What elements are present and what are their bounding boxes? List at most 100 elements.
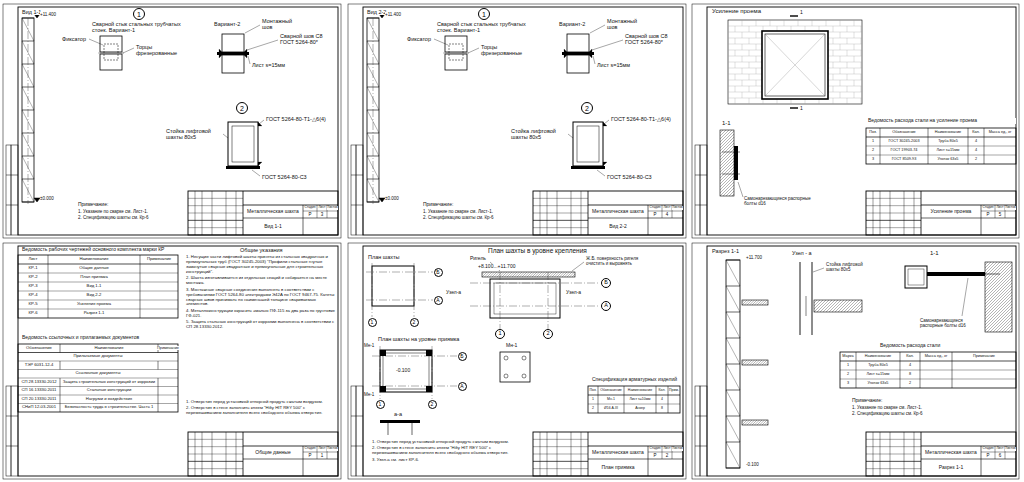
hatch-line	[752, 420, 757, 425]
drawing-text: Самонарезающиеся распорные болты d16	[920, 318, 975, 328]
bolt	[806, 296, 807, 316]
sheet-edge	[348, 243, 686, 479]
drawing-text: Ригель	[470, 256, 486, 262]
drawing-line	[726, 442, 740, 443]
axis-line	[470, 283, 600, 284]
drawing-line	[662, 446, 663, 459]
drawing-line	[202, 432, 203, 476]
drawing-text: +11.400	[385, 12, 401, 17]
drawing-text: Стадия	[305, 447, 316, 451]
drawing-text: Фиксатор	[407, 36, 431, 42]
drawing-line	[18, 309, 178, 310]
drawing-text: 1-1	[722, 120, 731, 127]
brick-joint	[861, 38, 862, 44]
drawing-line	[726, 468, 740, 469]
brick-joint	[735, 50, 736, 56]
hatch-outline	[482, 272, 575, 277]
sheet-frame	[707, 246, 1016, 476]
sheet-frame	[707, 7, 1016, 235]
leader	[593, 56, 595, 64]
hatch-line	[487, 272, 492, 277]
drawing-line	[726, 364, 740, 365]
tube	[567, 55, 589, 73]
table-frame	[18, 344, 178, 412]
tube	[567, 34, 589, 52]
drawing-text: СП 16.13330.2011	[22, 388, 57, 393]
drawing-line	[900, 379, 901, 388]
fixator	[104, 44, 118, 60]
drawing-text: 4. Металлоконструкции окрасить эмалью ПФ…	[186, 309, 336, 319]
drawing-text: 2	[975, 157, 977, 161]
hatch-line	[522, 272, 527, 277]
drawing-line	[921, 432, 922, 476]
hatch-line	[760, 300, 765, 305]
stamp-box	[11, 386, 18, 476]
drawing-text: 3	[321, 212, 324, 217]
hatch-line	[567, 272, 572, 277]
brick-joint	[735, 74, 736, 80]
axis-bubble: 2	[428, 400, 437, 409]
leader	[572, 262, 584, 271]
drawing-line	[984, 146, 985, 155]
drawing-line	[547, 432, 548, 476]
drawing-text: Наименование	[935, 130, 961, 134]
drawing-line	[856, 352, 857, 361]
drawing-line	[140, 309, 141, 318]
stamp-box	[700, 145, 707, 235]
hatch-line	[729, 130, 734, 196]
brick-joint	[749, 38, 750, 44]
drawing-line	[18, 386, 178, 387]
drawing-line	[981, 205, 982, 235]
drawing-line	[866, 461, 921, 462]
hatch-outline	[742, 420, 768, 425]
drawing-text: Ведомость рабочих чертежей основного ком…	[22, 247, 182, 253]
drawing-line	[581, 191, 582, 235]
drawing-text: 1	[847, 363, 849, 367]
drawing-line	[856, 370, 857, 379]
drawing-line	[226, 432, 227, 476]
hatch-line	[993, 262, 1012, 332]
brick-joint	[854, 44, 855, 50]
drawing-text: Лист	[664, 206, 671, 210]
leader	[434, 39, 448, 45]
brick-joint	[742, 44, 743, 50]
drawing-line	[533, 213, 588, 214]
steel-frame	[762, 31, 828, 99]
hatch	[720, 130, 734, 196]
drawing-text: Ведомость расхода стали	[880, 343, 940, 349]
drawing-text: Поз.	[869, 130, 877, 134]
drawing-line	[928, 128, 929, 137]
plate-mn1	[500, 352, 530, 382]
anchor	[412, 423, 413, 435]
hatch-line	[985, 262, 1012, 332]
drawing-text: Листов	[1005, 206, 1015, 210]
drawing-line	[158, 395, 159, 404]
drawing-text: Узел-а	[566, 290, 581, 296]
drawing-line	[726, 364, 740, 390]
drawing-text: КР-5	[29, 302, 38, 307]
drawing-line	[873, 191, 874, 235]
drawing-line	[840, 361, 1016, 362]
hatch-line	[844, 300, 856, 312]
leader	[738, 182, 743, 197]
leader	[813, 268, 824, 272]
hatch-line	[757, 300, 762, 305]
drawing-text: Мн-1	[364, 392, 374, 397]
drawing-line	[928, 155, 929, 164]
anchor	[388, 423, 389, 435]
hatch-line	[527, 272, 532, 277]
brick-joint	[756, 32, 757, 38]
hatch-line	[765, 360, 769, 365]
drawing-line	[557, 191, 558, 235]
drawing-text: Стадия	[650, 447, 661, 451]
drawing-text: Примечание	[157, 346, 179, 350]
hatch-line	[841, 300, 853, 312]
drawing-line	[726, 260, 740, 286]
drawing-line	[662, 205, 663, 218]
drawing-line	[48, 300, 49, 309]
drawing-text: 4	[975, 148, 977, 152]
drawing-line	[533, 198, 588, 199]
drawing-line	[351, 205, 363, 206]
column-wall	[800, 262, 801, 335]
drawing-line	[880, 155, 881, 164]
